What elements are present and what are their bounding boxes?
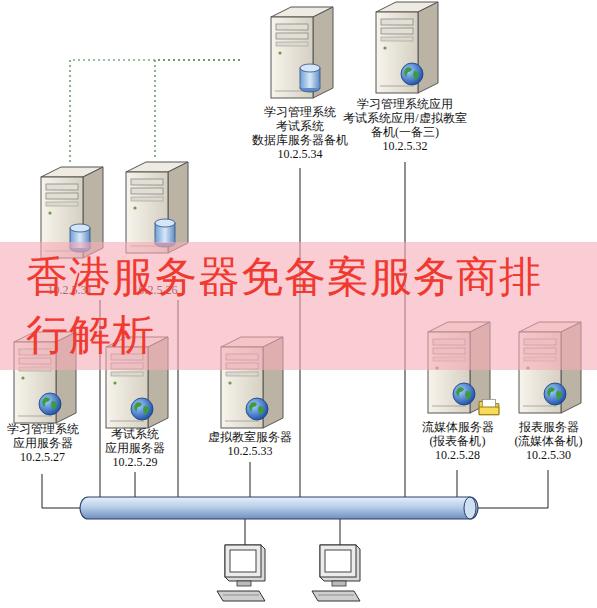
server-label: 考试系统 应用服务器 bbox=[85, 427, 185, 455]
network-bus bbox=[80, 497, 478, 519]
ip-address: 10.2.5.32 bbox=[335, 139, 475, 153]
server-node: 虚拟教室服务器10.2.5.33 bbox=[195, 335, 305, 458]
dotted-link bbox=[155, 60, 240, 160]
server-label: 学习管理系统应用 考试系统应用/虚拟教室 备机(一备三) bbox=[335, 97, 475, 139]
server-node: 学习管理系统 考试系统 数据库服务器备机10.2.5.34 bbox=[240, 5, 360, 161]
server-label: 报表服务器 (流媒体备机) bbox=[500, 420, 597, 448]
server-icons bbox=[14, 2, 581, 428]
server-node: 学习管理系统应用 考试系统应用/虚拟教室 备机(一备三)10.2.5.32 bbox=[335, 0, 475, 153]
server-node: 流媒体服务器 (报表备机)10.2.5.28 bbox=[405, 320, 510, 462]
server-label: 流媒体服务器 (报表备机) bbox=[405, 420, 510, 448]
ip-address: 10.2.5.34 bbox=[240, 147, 360, 161]
client-pcs bbox=[217, 545, 360, 601]
ip-address: 10.2.5.27 bbox=[0, 450, 85, 464]
server-label: 虚拟教室服务器 bbox=[195, 430, 305, 444]
ip-address: 10.2.5.33 bbox=[195, 444, 305, 458]
ip-address: 10.2.5.29 bbox=[85, 455, 185, 469]
server-label: 学习管理系统 考试系统 数据库服务器备机 bbox=[240, 105, 360, 147]
ip-address: 10.2.5.30 bbox=[500, 448, 597, 462]
server-node: 报表服务器 (流媒体备机)10.2.5.30 bbox=[500, 320, 597, 462]
dotted-link bbox=[70, 60, 240, 165]
server-label: 学习管理系统 应用服务器 bbox=[0, 422, 85, 450]
watermark-text: 香港服务器免备案服务商排行解析 bbox=[26, 248, 571, 364]
ip-address: 10.2.5.28 bbox=[405, 448, 510, 462]
